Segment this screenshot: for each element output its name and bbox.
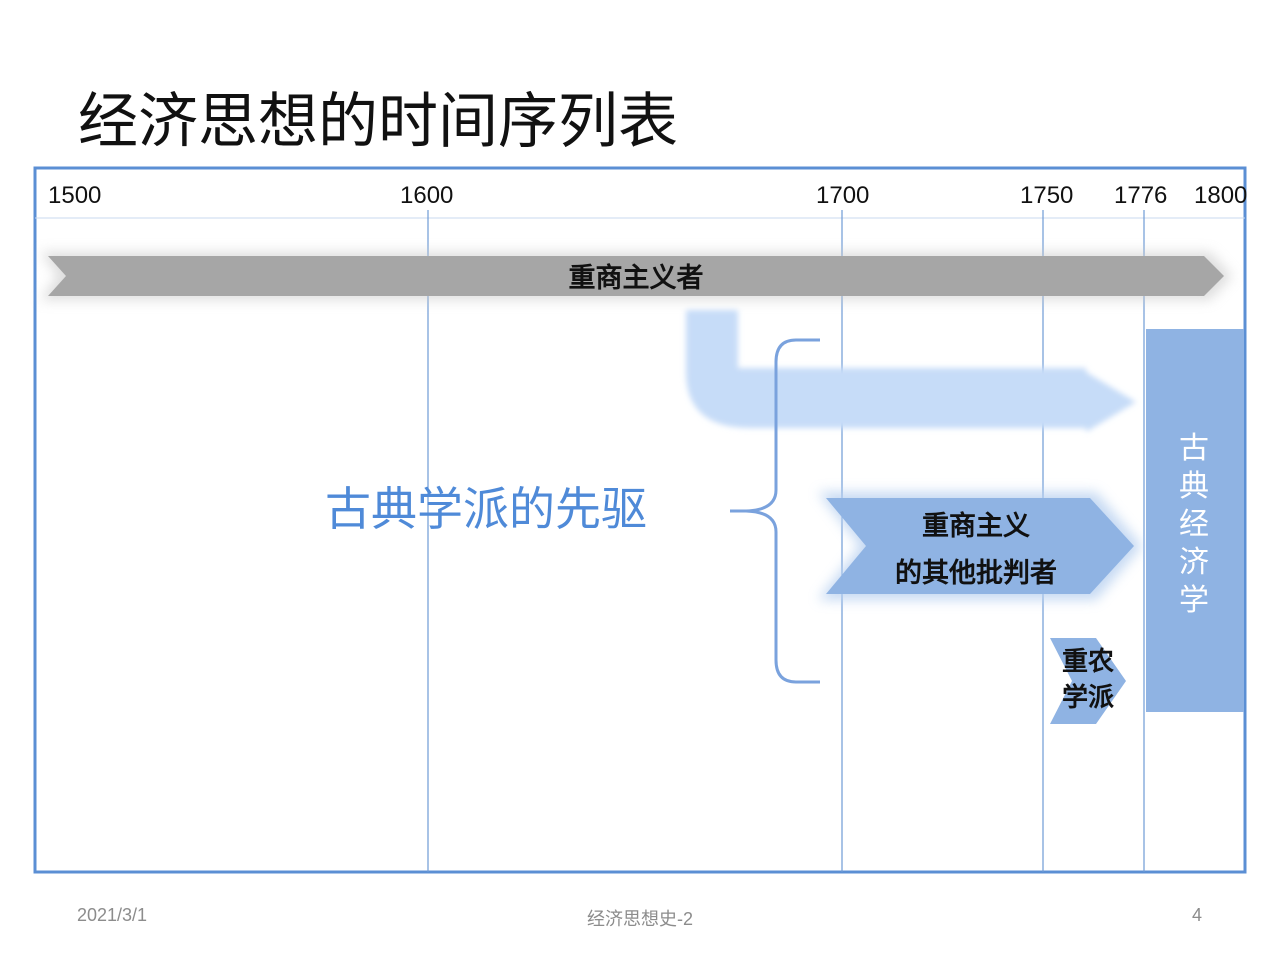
forerunners-label: 古典学派的先驱 bbox=[325, 482, 647, 536]
slide-title: 经济思想的时间序列表 bbox=[78, 87, 678, 157]
mercantilists-label: 重商主义者 bbox=[569, 263, 704, 294]
forerunners-bent-arrow bbox=[686, 310, 1136, 432]
classical-label-char-1: 古 bbox=[1179, 431, 1209, 466]
year-label-1776: 1776 bbox=[1114, 182, 1167, 209]
year-label-1700: 1700 bbox=[816, 182, 869, 209]
classical-economics-box bbox=[1146, 329, 1244, 712]
classical-label-char-2: 典 bbox=[1179, 469, 1209, 504]
critics-label-line1: 重商主义 bbox=[922, 511, 1030, 542]
footer-date: 2021/3/1 bbox=[77, 905, 148, 925]
year-label-1750: 1750 bbox=[1020, 182, 1073, 209]
physiocrats-arrow bbox=[1050, 638, 1126, 724]
classical-label-char-3: 经 bbox=[1179, 507, 1209, 542]
mercantilists-arrow bbox=[40, 252, 1232, 300]
critics-label-line2: 的其他批判者 bbox=[895, 557, 1057, 589]
physiocrats-label-line1: 重农 bbox=[1062, 647, 1114, 677]
classical-label-char-5: 学 bbox=[1179, 583, 1209, 618]
year-label-1800: 1800 bbox=[1194, 182, 1247, 209]
physiocrats-label-line2: 学派 bbox=[1062, 682, 1114, 713]
year-label-1500: 1500 bbox=[48, 182, 101, 209]
footer-page-number: 4 bbox=[1191, 905, 1202, 925]
footer-course-title: 经济思想史-2 bbox=[586, 909, 693, 929]
classical-label-char-4: 济 bbox=[1179, 545, 1209, 580]
critics-arrow bbox=[818, 492, 1142, 600]
year-label-1600: 1600 bbox=[400, 182, 453, 209]
